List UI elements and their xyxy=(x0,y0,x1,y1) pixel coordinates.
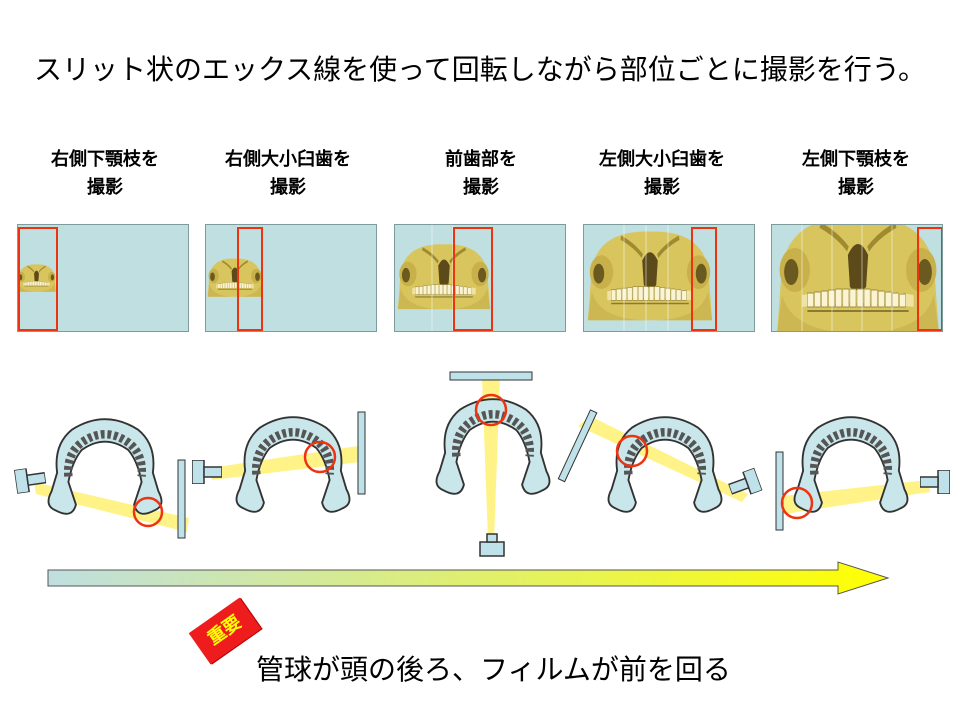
step-label-2: 右側大小臼歯を 撮影 xyxy=(198,146,378,202)
step-label-line2: 撮影 xyxy=(463,177,499,198)
focus-circle-icon xyxy=(780,486,814,520)
film-plate-icon xyxy=(449,371,533,381)
jaw-diagram-4 xyxy=(557,409,763,512)
page-title: スリット状のエックス線を使って回転しながら部位ごとに撮影を行う。 xyxy=(33,53,927,86)
jaw-diagram-2 xyxy=(192,411,366,512)
skull-image xyxy=(395,225,493,331)
step-label-line1: 右側大小臼歯を xyxy=(225,149,351,170)
film-plate-icon xyxy=(557,409,598,483)
focus-circle-icon xyxy=(615,434,649,468)
slit-frame xyxy=(453,227,493,331)
focus-circle-icon xyxy=(303,440,337,474)
skull-panel-2 xyxy=(205,224,377,332)
progress-arrow-icon xyxy=(47,561,890,595)
skull-panel-5 xyxy=(771,224,943,332)
slit-frame xyxy=(18,227,58,331)
jaw-diagram-3 xyxy=(437,371,550,557)
skull-image xyxy=(18,227,58,331)
xray-tube-icon xyxy=(192,460,222,484)
step-label-3: 前歯部を 撮影 xyxy=(391,146,571,202)
skull-image xyxy=(584,225,717,331)
film-plate-icon xyxy=(775,451,784,531)
step-label-5: 左側下顎枝を 撮影 xyxy=(766,146,946,202)
step-label-line2: 撮影 xyxy=(87,177,123,198)
focus-circle-icon xyxy=(474,393,508,427)
step-label-line2: 撮影 xyxy=(644,177,680,198)
jaw-diagram-5 xyxy=(775,417,950,531)
step-label-line1: 右側下顎枝を xyxy=(51,149,159,170)
skull-image xyxy=(206,225,377,331)
film-plate-icon xyxy=(177,459,186,539)
step-label-line1: 左側下顎枝を xyxy=(802,149,910,170)
rotation-diagram xyxy=(14,371,950,595)
step-label-line2: 撮影 xyxy=(838,177,874,198)
step-label-line2: 撮影 xyxy=(270,177,306,198)
skull-panel-1 xyxy=(17,224,189,332)
film-plate-icon xyxy=(357,411,366,495)
slit-frame xyxy=(237,227,263,331)
focus-circle-icon xyxy=(132,496,164,528)
skull-panel-3 xyxy=(394,224,566,332)
step-label-line1: 左側大小臼歯を xyxy=(599,149,725,170)
step-label-line1: 前歯部を xyxy=(445,149,517,170)
slit-frame xyxy=(917,227,942,331)
slit-frame xyxy=(691,227,717,331)
caption-text: 管球が頭の後ろ、フィルムが前を回る xyxy=(256,653,731,686)
step-label-4: 左側大小臼歯を 撮影 xyxy=(572,146,752,202)
skull-image xyxy=(772,225,942,331)
jaw-diagram-1 xyxy=(14,419,189,539)
step-label-1: 右側下顎枝を 撮影 xyxy=(15,146,195,202)
xray-tube-icon xyxy=(479,533,505,557)
skull-panel-4 xyxy=(583,224,755,332)
